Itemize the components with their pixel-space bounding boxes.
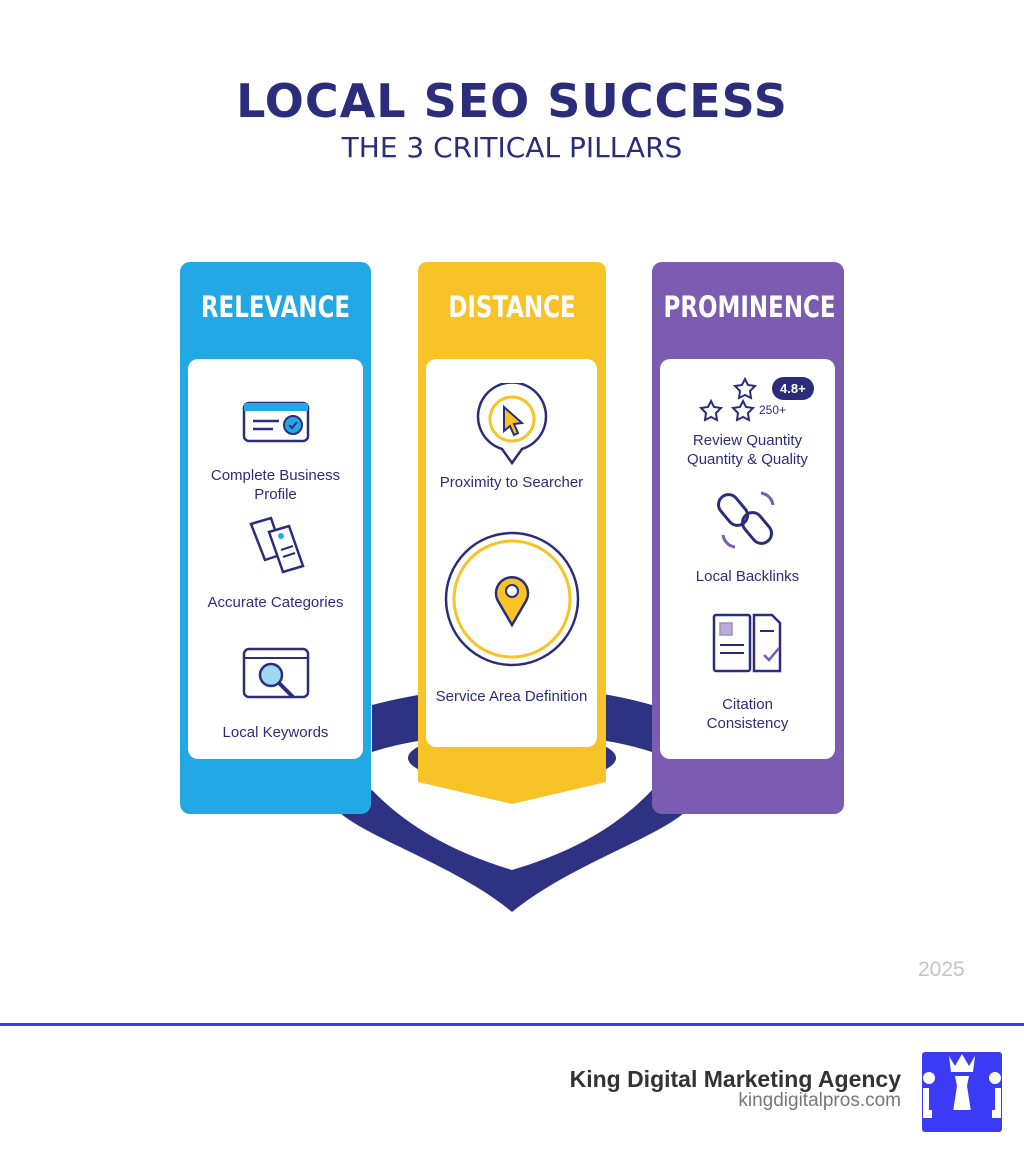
footer-divider [0, 1023, 1024, 1026]
item-label: Local Backlinks [695, 568, 800, 585]
page-title: LOCAL SEO SUCCESS [236, 74, 788, 128]
item-label: Review Quantity Quantity & Quality [687, 432, 808, 468]
pillar-card: 250+ 4.8+ Review Quantity Quantity & Qua… [660, 359, 835, 759]
pillar-prominence: PROMINENCE 250+ 4.8+ Review Quantity Qua… [652, 262, 844, 814]
rating-bubble: 4.8+ [772, 377, 814, 400]
cursor-pin-icon [476, 383, 547, 466]
location-radius-icon [444, 531, 579, 667]
pillar-title: DISTANCE [448, 290, 576, 324]
pillar-title: PROMINENCE [663, 290, 836, 324]
tags-icon [248, 516, 305, 574]
pillar-title: RELEVANCE [200, 290, 351, 324]
pillar-card: Proximity to Searcher Service Area Defin… [426, 359, 597, 747]
page-subtitle: THE 3 CRITICAL PILLARS [341, 131, 683, 164]
item-label: Complete Business Profile [210, 467, 341, 503]
pillar-relevance: RELEVANCE Complete Business Profile Accu… [180, 262, 371, 814]
item-label: Local Keywords [222, 724, 329, 741]
agency-url[interactable]: kingdigitalpros.com [738, 1090, 901, 1111]
item-label: Proximity to Searcher [439, 474, 584, 491]
keyword-search-icon [242, 647, 309, 699]
business-profile-icon [242, 401, 309, 443]
year-label: 2025 [918, 958, 965, 981]
review-count: 250+ [759, 403, 787, 417]
documents-check-icon [712, 613, 781, 673]
agency-name: King Digital Marketing Agency [569, 1066, 901, 1092]
item-label: Citation Consistency [706, 696, 789, 732]
king-logo [922, 1052, 1002, 1132]
item-label: Accurate Categories [207, 594, 344, 611]
pillar-distance: DISTANCE Proximity to Searcher Service A… [418, 262, 606, 804]
item-label: Service Area Definition [435, 688, 588, 705]
pillar-card: Complete Business Profile Accurate Categ… [188, 359, 363, 759]
stars-rating-icon [698, 376, 758, 422]
chain-link-icon [716, 491, 774, 549]
